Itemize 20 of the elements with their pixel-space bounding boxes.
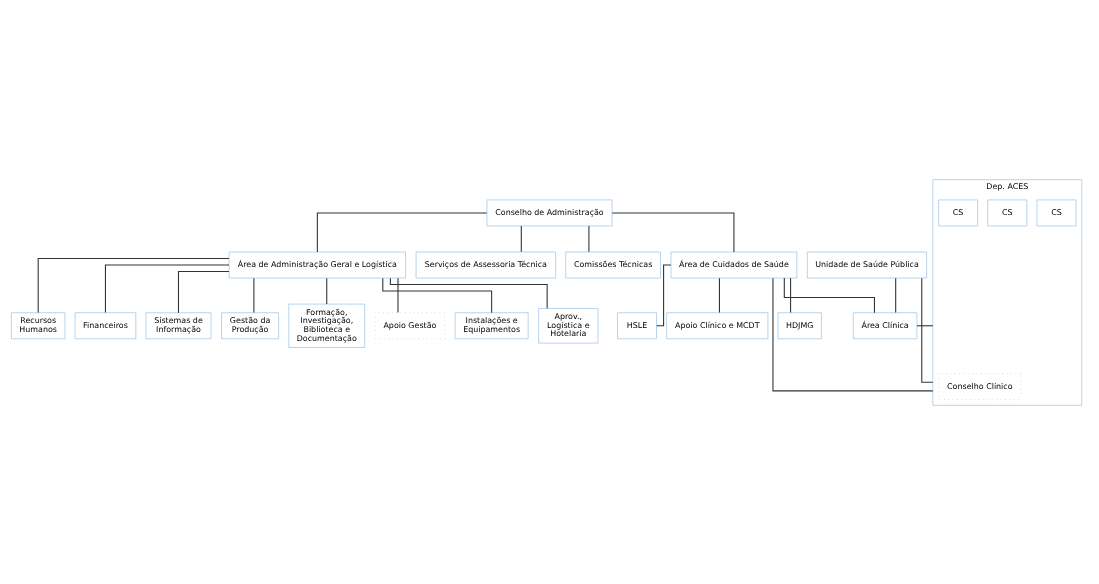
connector [177,270,230,313]
connector [656,263,672,326]
connector [921,277,934,383]
connector [895,277,897,313]
connector [37,257,230,313]
connector [772,277,934,391]
connector [783,277,875,313]
connector [397,277,399,313]
connector [718,277,720,313]
connector [316,211,488,252]
connector [790,277,792,313]
connector [389,277,548,309]
connector [382,277,493,313]
connector [253,277,255,313]
connector [611,211,735,252]
connector [916,324,934,326]
connector [104,263,230,313]
connector [326,277,328,305]
connector [588,225,590,252]
connector [520,225,522,252]
